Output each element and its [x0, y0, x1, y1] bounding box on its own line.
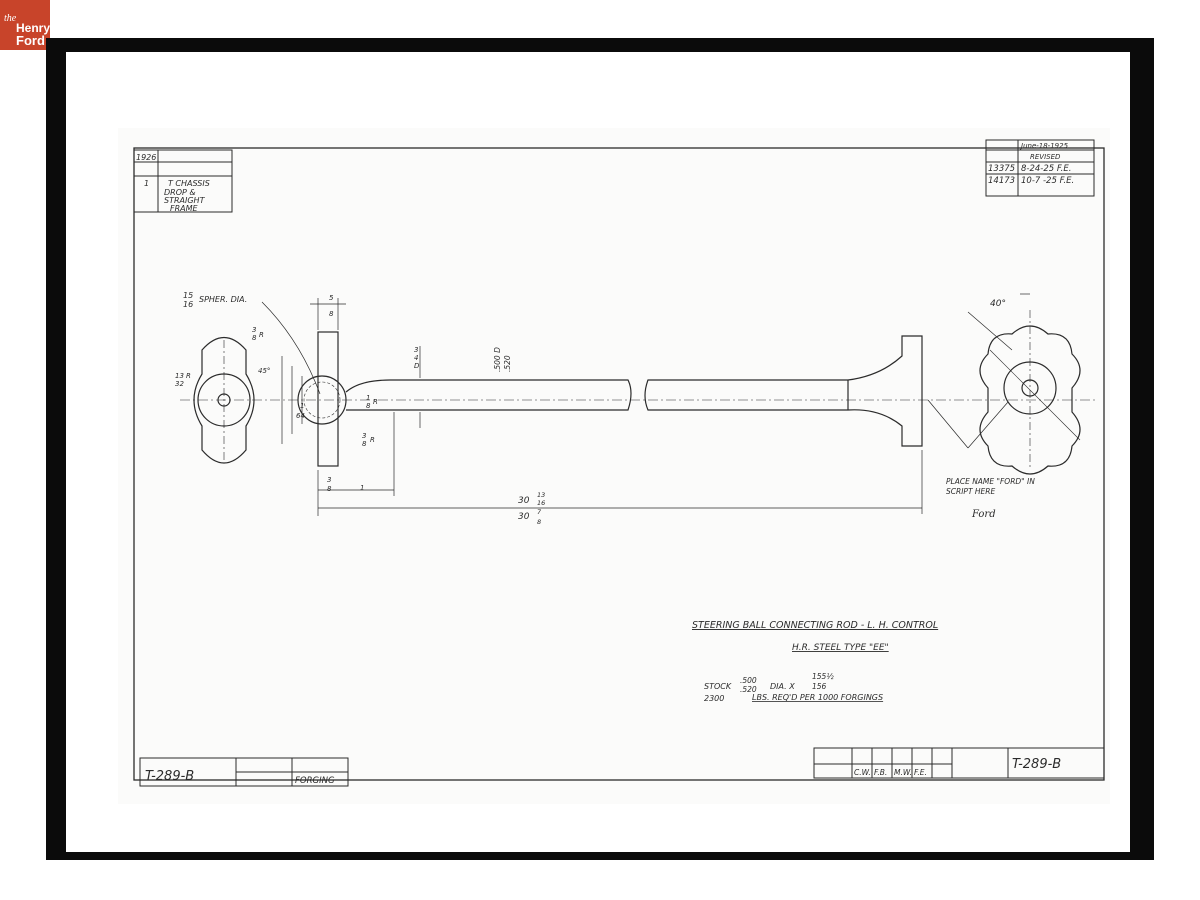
length-1-den: 16 — [537, 499, 545, 507]
mid-radius-num: 3 — [362, 432, 366, 440]
small-radius-num: 1 — [366, 394, 370, 402]
script-note-line-1: PLACE NAME "FORD" IN — [946, 477, 1035, 486]
drawing-sheet — [118, 128, 1110, 804]
stock-dia-1: .500 — [740, 676, 757, 685]
flange-num: 5 — [329, 294, 334, 302]
title-qty: 1 — [144, 179, 149, 188]
signoff-fb: F.B. — [874, 768, 887, 777]
mid-radius-suffix: R — [370, 436, 375, 444]
small-radius-den: 8 — [366, 402, 371, 410]
left-end-view — [193, 336, 255, 464]
sphere-den: 16 — [183, 300, 193, 309]
tiny-num: 1 — [300, 402, 304, 410]
stock-dia-suffix: DIA. X — [770, 682, 795, 691]
r13-num: 13 — [175, 372, 184, 380]
bottom-den: 8 — [327, 485, 332, 493]
flange-den: 8 — [329, 310, 334, 318]
revision-1-date: 8-24-25 F.E. — [1021, 164, 1071, 174]
r13-suffix: R — [186, 372, 191, 380]
rod-diameter-2: .520 — [503, 355, 512, 372]
angle-45: 45° — [258, 367, 270, 375]
title-year: 1926 — [136, 153, 156, 162]
signoff-mw: M.W. — [894, 768, 912, 777]
length-1-num: 13 — [537, 491, 545, 499]
revision-2-date: 10-7 -25 F.E. — [1021, 176, 1074, 186]
rod-diameter-1: .500 D — [493, 347, 502, 372]
stock-label: STOCK — [704, 682, 732, 691]
shank-suffix: D — [414, 362, 420, 370]
stock-length-1: 155½ — [812, 672, 834, 681]
left-radius-den: 8 — [252, 334, 257, 342]
revision-1-number: 13375 — [988, 164, 1015, 174]
stock-length-2: 156 — [812, 682, 827, 691]
left-radius-suffix: R — [259, 331, 264, 339]
script-note-line-2: SCRIPT HERE — [946, 487, 995, 496]
logo-the: the — [4, 13, 17, 24]
signoff-fe: F.E. — [914, 768, 927, 777]
bottom-left-block — [139, 757, 349, 787]
henry-ford-logo[interactable]: the Henry Ford — [0, 0, 50, 50]
length-2-whole: 30 — [518, 512, 530, 522]
tiny-den: 64 — [296, 412, 305, 420]
sphere-label: SPHER. DIA. — [199, 295, 247, 304]
drawing-border — [133, 147, 1105, 781]
title-block — [133, 149, 233, 213]
sphere-num: 15 — [183, 291, 193, 300]
small-radius-suffix: R — [373, 398, 378, 406]
right-end-view — [979, 325, 1081, 475]
material-note: H.R. STEEL TYPE "EE" — [792, 643, 889, 653]
signoff-cw: C.W. — [854, 768, 871, 777]
logo-henry: Henry — [16, 21, 51, 35]
dimension-lines — [261, 293, 1030, 516]
bottom-one: 1 — [360, 484, 364, 492]
angle-40: 40° — [990, 299, 1006, 309]
revision-2-number: 14173 — [988, 176, 1015, 186]
title-used-on-4: FRAME — [170, 204, 199, 213]
title-used-on-3: STRAIGHT — [164, 196, 206, 205]
process-label: FORGING — [295, 776, 335, 786]
mid-radius-den: 8 — [362, 440, 367, 448]
length-2-num: 7 — [537, 508, 542, 516]
shank-den: 4 — [414, 354, 418, 362]
weight-value: 2300 — [704, 694, 724, 703]
title-used-on-2: DROP & — [164, 188, 196, 197]
drawing-title: STEERING BALL CONNECTING ROD - L. H. CON… — [692, 620, 938, 631]
revision-status: REVISED — [1030, 153, 1061, 161]
left-radius-num: 3 — [252, 326, 256, 334]
length-1-whole: 30 — [518, 496, 530, 506]
shank-num: 3 — [414, 346, 418, 354]
bottom-num: 3 — [327, 476, 331, 484]
revision-date: June-18-1925 — [1019, 142, 1069, 150]
part-geometry — [180, 310, 1095, 475]
part-number-left: T-289-B — [145, 769, 194, 784]
title-used-on-1: T CHASSIS — [168, 179, 210, 188]
revision-block — [985, 139, 1095, 197]
stock-dia-2: .520 — [740, 685, 757, 694]
bottom-right-block — [813, 747, 1105, 779]
length-2-den: 8 — [537, 518, 541, 526]
weight-text: LBS. REQ'D PER 1000 FORGINGS — [752, 693, 883, 702]
logo-ford: Ford — [16, 33, 45, 48]
part-number-right: T-289-B — [1012, 757, 1061, 772]
ford-script-signature: Ford — [971, 509, 996, 520]
r13-den: 32 — [175, 380, 184, 388]
